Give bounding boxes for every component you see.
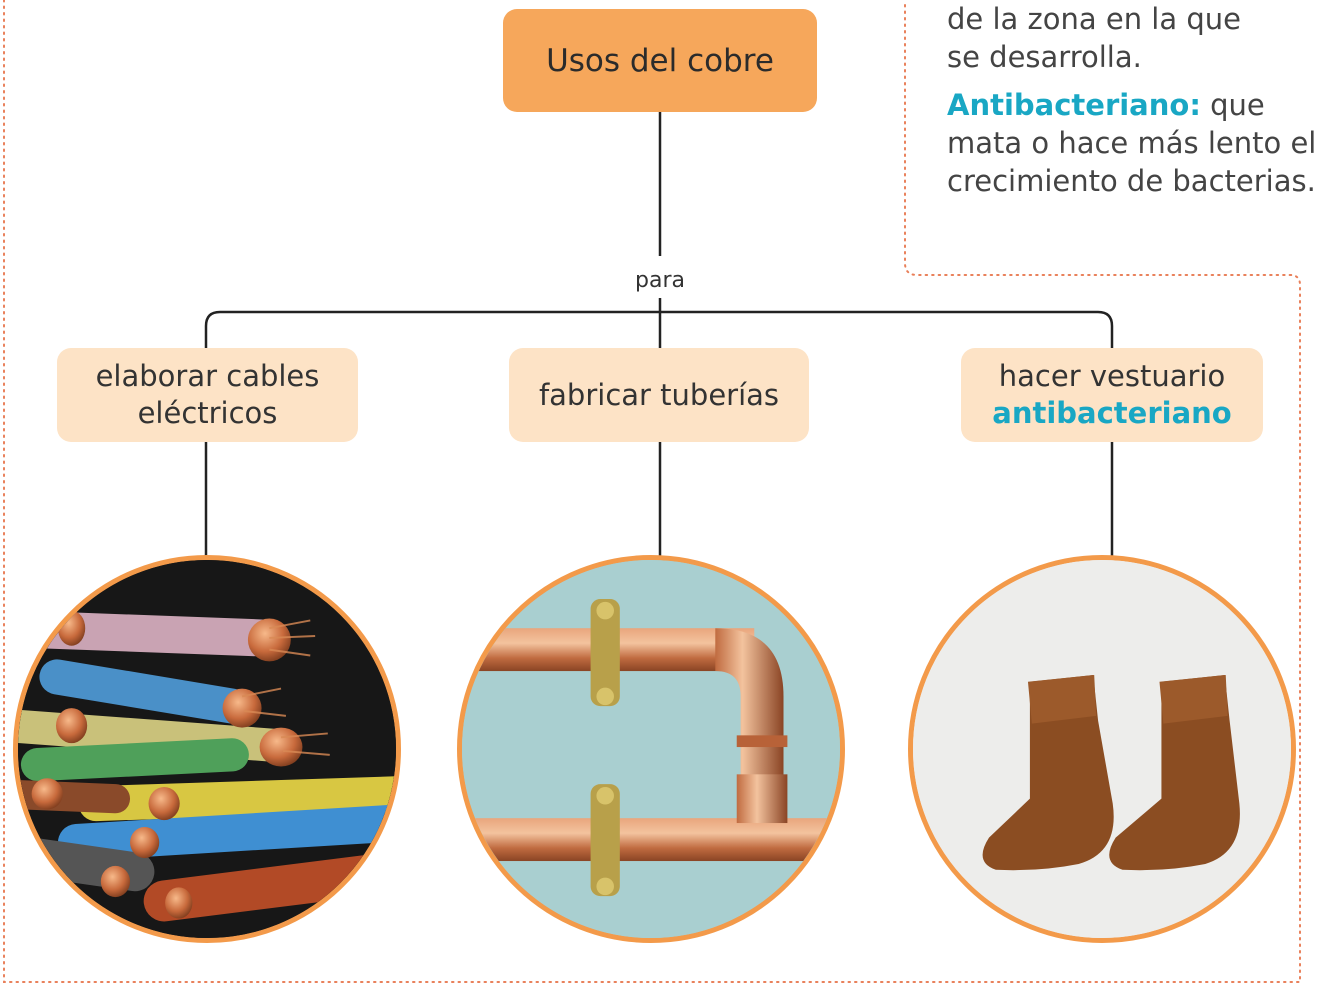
branch-label-line1: hacer vestuario [998,359,1226,393]
glossary-line: de la zona en la que [947,2,1241,36]
copper-cables-photo [13,555,401,943]
connector-label: para [635,268,685,293]
branch-label-term: antibacteriano [992,396,1232,430]
glossary-term: Antibacteriano: [947,88,1201,122]
glossary-definition: Antibacteriano: que [947,86,1317,124]
glossary-box: de la zona en la que se desarrolla. Anti… [947,0,1317,200]
branch-node-cables: elaborar cables eléctricos [57,348,358,442]
copper-pipes-illustration [462,560,840,938]
branch-node-clothing: hacer vestuario antibacteriano [961,348,1263,442]
dotted-frame [3,0,1301,983]
branch-label-line2: eléctricos [137,396,278,430]
branch-label-line1: elaborar cables [95,359,320,393]
root-node: Usos del cobre [503,9,817,112]
copper-socks-photo [908,555,1296,943]
glossary-line: mata o hace más lento el [947,126,1317,160]
glossary-line: crecimiento de bacterias. [947,164,1316,198]
branch-label-line1: fabricar tuberías [538,377,780,412]
glossary-line: se desarrolla. [947,40,1142,74]
copper-pipes-photo [457,555,845,943]
root-label: Usos del cobre [546,42,774,79]
glossary-def-start: que [1200,88,1265,122]
copper-cables-illustration [18,560,396,938]
copper-socks-illustration [913,560,1291,938]
branch-node-pipes: fabricar tuberías [509,348,809,442]
